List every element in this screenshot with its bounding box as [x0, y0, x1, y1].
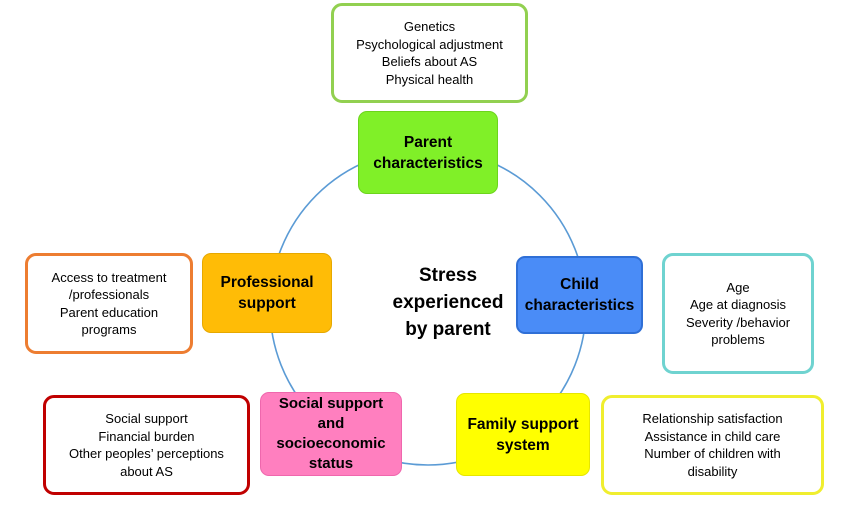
professional-label-line: Professional	[220, 274, 314, 291]
social-label-line: Social support	[278, 395, 384, 412]
child-label-line: characteristics	[524, 297, 635, 314]
social-details-box: Social support Financial burden Other pe…	[43, 395, 250, 495]
parent-detail-item: Beliefs about AS	[381, 54, 478, 69]
child-label-line: Child	[560, 276, 599, 293]
center-line-1: Stress	[418, 265, 478, 286]
social-detail-item: about AS	[120, 463, 173, 479]
parent-details-box: Genetics Psychological adjustment Belief…	[331, 3, 528, 103]
parent-detail-item: Physical health	[385, 71, 474, 87]
child-detail-item: Age at diagnosis	[689, 297, 787, 312]
professional-details-box: Access to treatment /professionals Paren…	[25, 253, 193, 354]
center-line-3: by parent	[405, 319, 491, 340]
professional-label-line: support	[238, 295, 296, 312]
center-label: Stress experienced by parent	[368, 262, 528, 343]
professional-detail-item: Access to treatment	[51, 269, 167, 285]
family-label-line: system	[496, 436, 550, 454]
family-detail-item: Relationship satisfaction	[642, 411, 783, 426]
family-label-line: Family support	[467, 415, 579, 433]
family-detail-item: Assistance in child care	[644, 428, 781, 444]
social-label-line: socioeconomic	[276, 435, 386, 452]
social-detail-item: Other peoples’ perceptions	[69, 446, 224, 461]
child-characteristics-node: Child characteristics	[516, 256, 643, 334]
family-support-node: Family support system	[456, 393, 590, 476]
parent-label-line: Parent	[403, 133, 453, 151]
parent-label-line: characteristics	[373, 154, 483, 172]
professional-detail-item: Parent education	[59, 304, 159, 320]
professional-support-node: Professional support	[202, 253, 332, 333]
social-support-node: Social support and socioeconomic status	[260, 392, 402, 476]
child-details-box: Age Age at diagnosis Severity /behavior …	[662, 253, 814, 374]
family-detail-item: Number of children with	[644, 446, 781, 461]
social-label-line: and	[317, 415, 345, 432]
center-line-2: experienced	[392, 292, 504, 313]
child-detail-item: Severity /behavior	[685, 314, 791, 330]
child-detail-item: Age	[726, 279, 750, 295]
social-detail-item: Financial burden	[98, 428, 195, 444]
child-detail-item: problems	[711, 332, 765, 347]
social-detail-item: Social support	[105, 411, 188, 426]
parent-detail-item: Psychological adjustment	[356, 36, 503, 52]
family-details-box: Relationship satisfaction Assistance in …	[601, 395, 824, 495]
social-label-line: status	[308, 455, 354, 472]
parent-characteristics-node: Parent characteristics	[358, 111, 498, 194]
professional-detail-item: /professionals	[68, 287, 150, 302]
professional-detail-item: programs	[81, 322, 137, 337]
family-detail-item: disability	[687, 463, 738, 479]
parent-detail-item: Genetics	[403, 19, 456, 34]
